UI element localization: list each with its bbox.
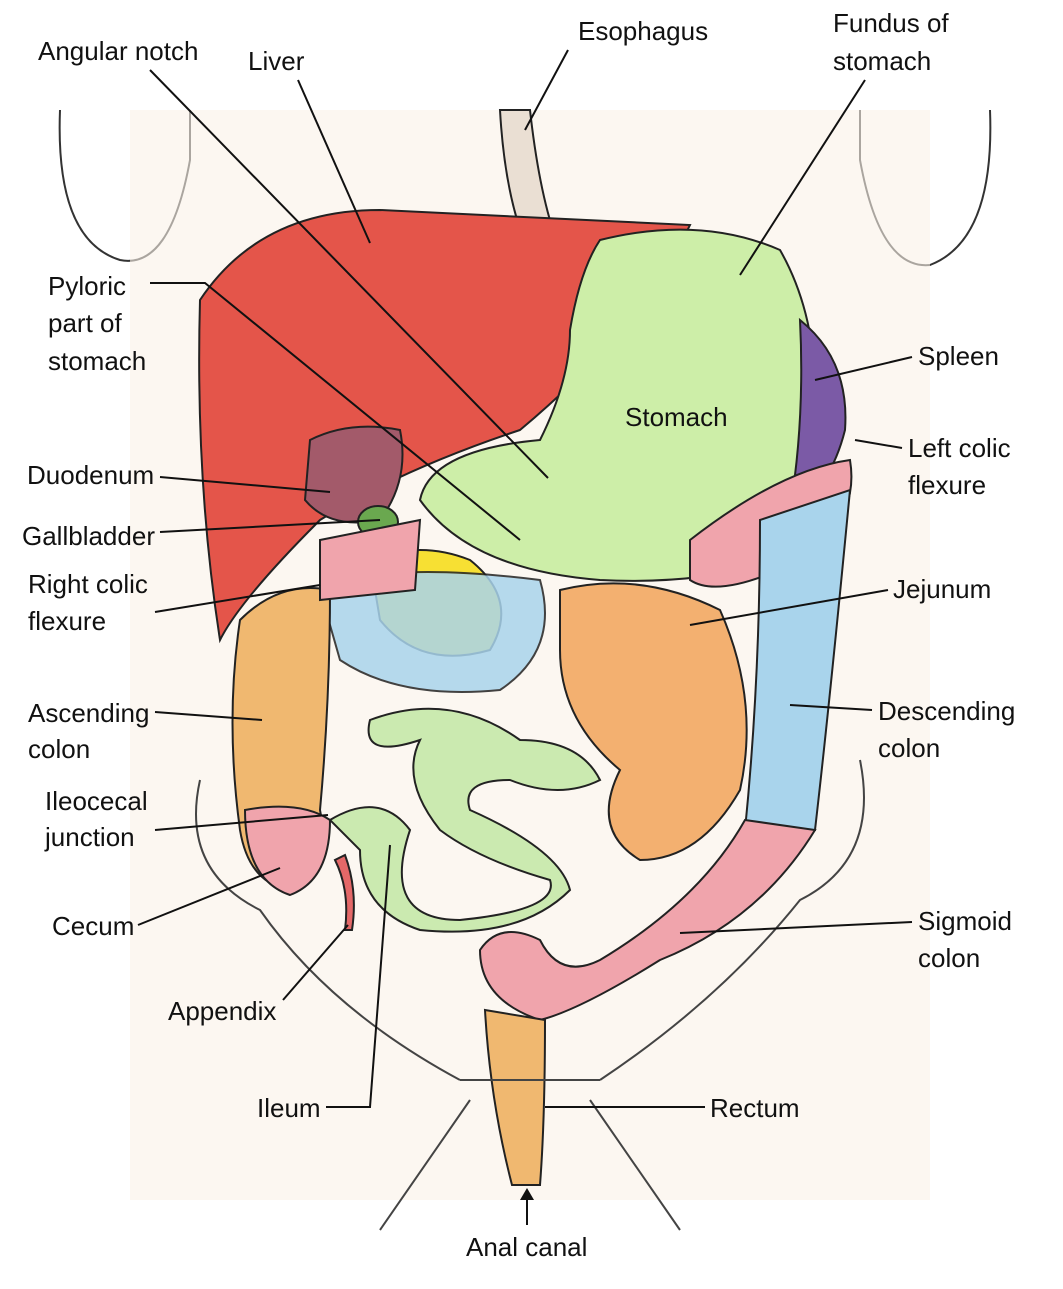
transverse-colon-shape — [319, 518, 422, 602]
label-ascending-1: Ascending — [28, 698, 149, 728]
label-jejunum: Jejunum — [893, 574, 991, 604]
label-duodenum: Duodenum — [27, 460, 154, 490]
rectum-shape — [483, 1008, 547, 1186]
label-right-colic-1: Right colic — [28, 569, 148, 599]
duodenum-shape — [303, 425, 404, 524]
label-cecum: Cecum — [52, 911, 134, 941]
label-esophagus: Esophagus — [578, 16, 708, 46]
label-left-colic-2: flexure — [908, 470, 986, 500]
label-rectum: Rectum — [710, 1093, 800, 1123]
appendix-shape — [333, 853, 355, 931]
label-pyloric-1: Pyloric — [48, 271, 126, 301]
label-fundus-1: Fundus of — [833, 8, 949, 38]
ileum-shape — [328, 707, 602, 933]
label-ileum: Ileum — [257, 1093, 321, 1123]
label-descending-1: Descending — [878, 696, 1015, 726]
label-appendix: Appendix — [168, 996, 276, 1026]
stomach-shape — [418, 228, 817, 582]
liver-shape — [198, 208, 692, 644]
label-stomach: Stomach — [625, 402, 728, 432]
label-left-colic-1: Left colic — [908, 433, 1011, 463]
label-sigmoid-2: colon — [918, 943, 980, 973]
jejunum-shape — [559, 582, 748, 862]
label-ascending-2: colon — [28, 734, 90, 764]
pelvis-outline — [195, 759, 865, 1231]
leader-lines — [137, 49, 913, 1225]
label-liver: Liver — [248, 46, 305, 76]
label-fundus-2: stomach — [833, 46, 931, 76]
label-descending-2: colon — [878, 733, 940, 763]
label-ileocecal-1: Ileocecal — [45, 786, 148, 816]
label-sigmoid-1: Sigmoid — [918, 906, 1012, 936]
sigmoid-colon-shape — [478, 818, 817, 1022]
label-right-colic-2: flexure — [28, 606, 106, 636]
arrow-head-icon — [520, 1188, 534, 1200]
label-ileocecal-2: junction — [44, 822, 135, 852]
label-gallbladder: Gallbladder — [22, 521, 155, 551]
label-angular-notch: Angular notch — [38, 36, 198, 66]
label-anal-canal: Anal canal — [466, 1232, 587, 1262]
label-pyloric-3: stomach — [48, 346, 146, 376]
label-spleen: Spleen — [918, 341, 999, 371]
label-pyloric-2: part of — [48, 308, 122, 338]
labels: Angular notch Liver Esophagus Fundus of … — [22, 8, 1015, 1262]
